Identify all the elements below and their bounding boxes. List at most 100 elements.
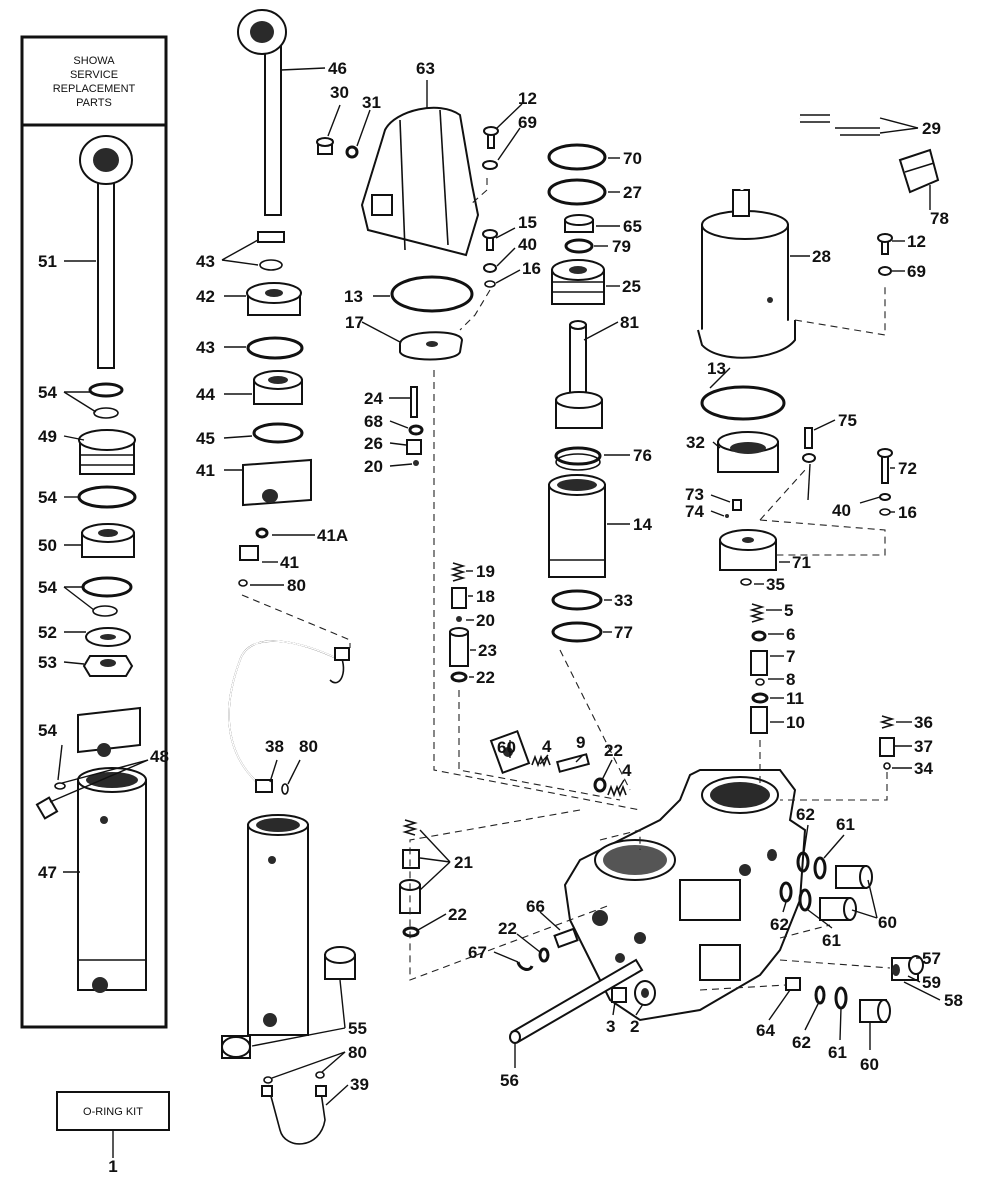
part-70-oring (547, 143, 607, 171)
part-36-spring (879, 715, 895, 729)
part-10-valve (750, 706, 768, 734)
callout-7: 7 (786, 647, 795, 666)
callout-57: 57 (922, 949, 941, 968)
part-60-plug-c (859, 999, 891, 1023)
part-43-upper (257, 231, 285, 271)
part-61-ring-b (798, 888, 812, 912)
part-44-piston (253, 370, 303, 405)
part-66-fitting (553, 927, 579, 949)
manifold-body (563, 769, 807, 1022)
callout-26: 26 (364, 434, 383, 453)
part-37-piston (879, 737, 895, 757)
callout-17: 17 (345, 313, 364, 332)
oring-kit-label: O-RING KIT (83, 1106, 143, 1118)
callout-45: 45 (196, 429, 215, 448)
callout-58: 58 (944, 991, 963, 1010)
callout-10: 10 (786, 713, 805, 732)
callout-49: 49 (38, 427, 57, 446)
callout-54-d: 54 (38, 721, 57, 740)
part-71-pump (719, 529, 777, 571)
part-9-pin (555, 753, 591, 773)
part-22-ring-c (402, 926, 420, 938)
part-47-cylinder (77, 706, 147, 993)
part-81-piston (555, 320, 603, 429)
part-49-cap (78, 429, 136, 475)
callout-70: 70 (623, 149, 642, 168)
part-20-ball-b (456, 616, 462, 622)
part-55-bushings (221, 946, 356, 1059)
part-20-ball-a (413, 460, 419, 466)
part-32-coupler (717, 431, 779, 473)
callout-37: 37 (914, 737, 933, 756)
part-22-ring-a (450, 671, 468, 683)
callout-74: 74 (685, 502, 704, 521)
part-68-ring (408, 424, 424, 436)
callout-34: 34 (914, 759, 933, 778)
part-48-fitting (35, 782, 66, 820)
part-12-screw-a (483, 126, 499, 149)
part-62-ring-a (796, 851, 810, 873)
callout-72: 72 (898, 459, 917, 478)
callout-14: 14 (633, 515, 652, 534)
part-24-screw (410, 386, 418, 418)
callout-63: 63 (416, 59, 435, 78)
part-22-ring-b (593, 777, 607, 793)
callout-73: 73 (685, 485, 704, 504)
part-77-oring (551, 621, 603, 643)
callout-64: 64 (756, 1021, 775, 1040)
part-41-fitting (239, 545, 259, 561)
callout-4-b: 4 (622, 761, 632, 780)
part-69-washer-a (482, 160, 498, 170)
part-2-bushing (634, 980, 656, 1006)
part-45-oring (252, 422, 304, 444)
part-79-ring (564, 238, 594, 254)
part-13-oring-a (390, 275, 474, 313)
part-62-ring-b (779, 881, 793, 903)
callout-69-b: 69 (907, 262, 926, 281)
part-12-screw-b (877, 233, 893, 255)
callout-40-b: 40 (832, 501, 851, 520)
part-60-plug-a (835, 865, 873, 889)
callout-65: 65 (623, 217, 642, 236)
callout-55: 55 (348, 1019, 367, 1038)
part-60-plug-b (819, 897, 857, 921)
callout-62-b: 62 (770, 915, 789, 934)
callout-67: 67 (468, 943, 487, 962)
part-54-ring-mid (81, 576, 133, 598)
part-39-tube (261, 1071, 327, 1145)
callout-9: 9 (576, 733, 585, 752)
callout-27: 27 (623, 183, 642, 202)
callout-61-c: 61 (828, 1043, 847, 1062)
callout-29: 29 (922, 119, 941, 138)
callout-60-c: 60 (860, 1055, 879, 1074)
callout-21: 21 (454, 853, 473, 872)
callout-54-c: 54 (38, 578, 57, 597)
callout-42: 42 (196, 287, 215, 306)
part-61-ring-a (813, 856, 827, 880)
callout-labels: 46 63 30 31 12 69 70 27 29 78 15 65 40 7… (38, 59, 963, 1094)
callout-16-a: 16 (522, 259, 541, 278)
part-27-oring (547, 178, 607, 206)
part-50-piston (81, 523, 135, 558)
callout-41A: 41A (317, 526, 348, 545)
callout-22-c: 22 (448, 905, 467, 924)
callout-43-b: 43 (196, 338, 215, 357)
callout-39: 39 (350, 1075, 369, 1094)
callout-75: 75 (838, 411, 857, 430)
callout-30: 30 (330, 83, 349, 102)
callout-15: 15 (518, 213, 537, 232)
callout-20-a: 20 (364, 457, 383, 476)
callout-20-b: 20 (476, 611, 495, 630)
callout-16-b: 16 (898, 503, 917, 522)
part-67-clip (516, 961, 534, 971)
callout-50: 50 (38, 536, 57, 555)
part-11-ring (751, 692, 769, 704)
showa-parts-panel: SHOWA SERVICE REPLACEMENT PARTS (20, 35, 168, 1029)
part-34-ball (883, 762, 891, 770)
part-62-ring-c (814, 985, 826, 1005)
callout-79: 79 (612, 237, 631, 256)
part-15-screw (482, 229, 498, 251)
part-57-59-58-valve (891, 955, 924, 981)
